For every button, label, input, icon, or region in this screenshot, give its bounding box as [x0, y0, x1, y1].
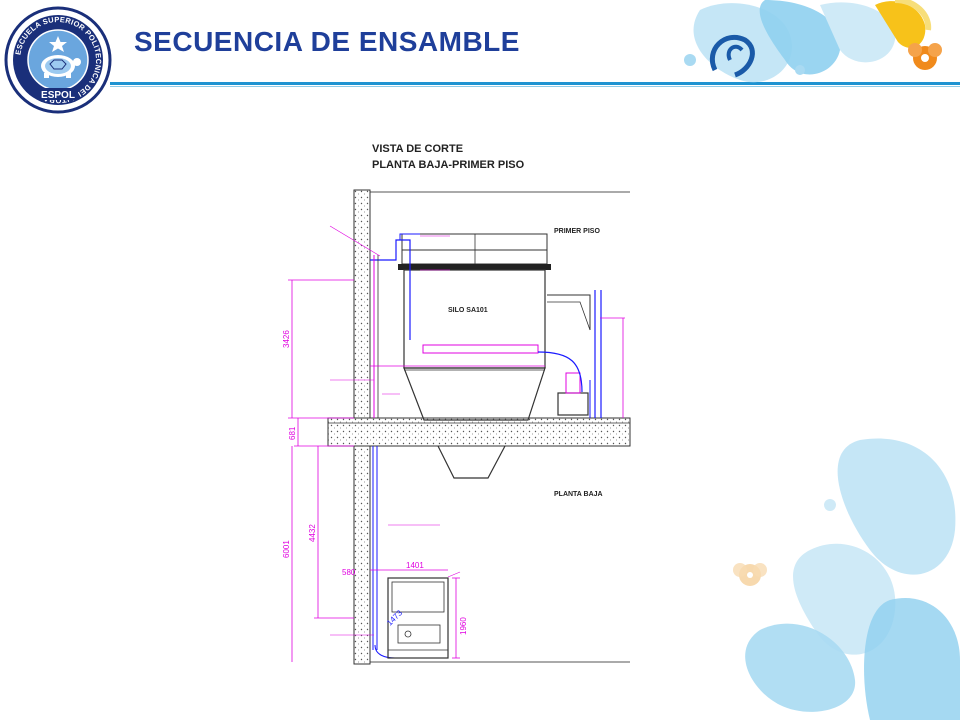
leader-lines — [329, 225, 461, 636]
dim-1960: 1960 — [459, 617, 468, 635]
dim-3426: 3426 — [282, 330, 291, 348]
dimension-lines — [288, 279, 545, 662]
dim-681: 681 — [288, 426, 297, 440]
dim-4432: 4432 — [308, 524, 317, 542]
dim-6001: 6001 — [282, 540, 291, 558]
lower-box — [387, 577, 449, 659]
decorative-splash-bottom — [733, 438, 960, 720]
slide-title: SECUENCIA DE ENSAMBLE — [134, 26, 520, 57]
drawing-title-line2: PLANTA BAJA-PRIMER PISO — [372, 159, 525, 171]
header-rule — [110, 82, 960, 85]
turtle-icon — [41, 55, 81, 78]
star-icon — [49, 36, 67, 52]
section-drawing: VISTA DE CORTE PLANTA BAJA-PRIMER PISO P… — [282, 143, 631, 665]
silo: SILO SA101 — [398, 233, 551, 421]
dim-580: 580 — [342, 568, 356, 577]
header-rule-thin — [110, 86, 960, 87]
decorative-splash-top — [684, 0, 942, 83]
lower-hopper — [437, 445, 506, 479]
label-primer-piso: PRIMER PISO — [554, 228, 600, 235]
dim-1401: 1401 — [406, 561, 424, 570]
right-structure — [537, 290, 625, 418]
drawing-title-line1: VISTA DE CORTE — [372, 143, 463, 155]
concrete-slab — [327, 417, 631, 447]
silo-label: SILO SA101 — [448, 307, 488, 314]
logo-espol: ESPOL — [41, 90, 75, 101]
conveyor-pipe — [370, 233, 420, 659]
espol-logo: ESCUELA SUPERIOR POLITECNICA DEL LITORAL… — [4, 6, 112, 114]
label-planta-baja: PLANTA BAJA — [554, 491, 603, 498]
